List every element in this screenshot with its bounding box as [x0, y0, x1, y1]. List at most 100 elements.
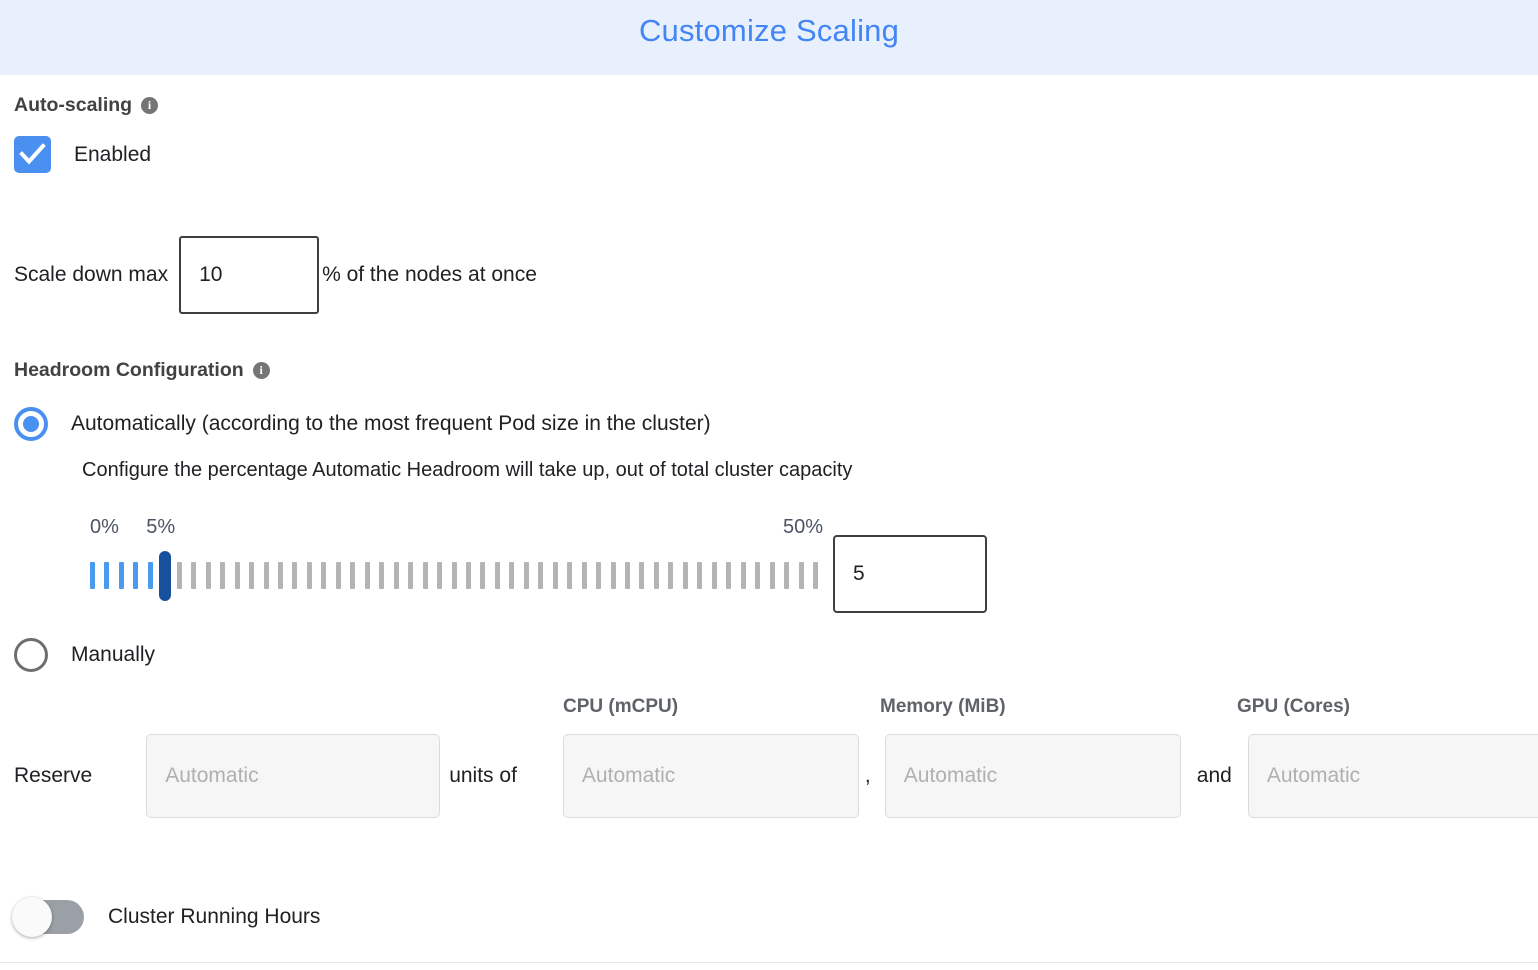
slider-tick — [596, 562, 602, 589]
headroom-percentage-input[interactable] — [833, 535, 987, 613]
slider-tick — [653, 562, 659, 589]
slider-tick — [697, 562, 703, 589]
slider-tick — [769, 562, 775, 589]
slider-tick — [147, 562, 153, 589]
info-icon[interactable]: i — [141, 97, 159, 114]
slider-tick — [422, 562, 428, 589]
headroom-option-automatic[interactable]: Automatically (according to the most fre… — [14, 407, 1524, 441]
enabled-checkbox[interactable] — [14, 136, 51, 173]
slider-tick — [393, 562, 399, 589]
slider-max-label: 50% — [783, 516, 824, 538]
slider-tick — [494, 562, 500, 589]
slider-tick-labels: 0% 5% 50% — [14, 516, 1524, 543]
page-title: Customize Scaling — [638, 13, 900, 48]
scale-down-max-suffix: % of the nodes at once — [322, 263, 537, 286]
slider-tick — [263, 562, 269, 589]
reserve-memory-input[interactable] — [884, 734, 1181, 818]
slider-tick — [408, 562, 414, 589]
scale-down-max-row: Scale down max % of the nodes at once — [14, 236, 1524, 314]
slider-tick — [176, 562, 182, 589]
radio-manually[interactable] — [14, 638, 48, 672]
units-of-label: units of — [449, 764, 517, 787]
cluster-running-hours-row[interactable]: Cluster Running Hours — [12, 897, 1524, 937]
radio-automatic[interactable] — [14, 407, 48, 441]
bottom-divider — [0, 962, 1538, 963]
slider-tick — [335, 562, 341, 589]
check-icon — [19, 143, 46, 165]
auto-scaling-enabled-row[interactable]: Enabled — [14, 136, 1524, 173]
slider-current-label: 5% — [146, 516, 176, 538]
slider-tick — [480, 562, 486, 589]
reserve-label: Reserve — [14, 764, 93, 787]
headroom-label-text: Headroom Configuration — [14, 359, 244, 381]
slider-tick — [581, 562, 587, 589]
auto-scaling-section-label: Auto-scaling i — [14, 94, 1524, 117]
slider-tick — [740, 562, 746, 589]
headroom-section-label: Headroom Configuration i — [14, 359, 1524, 382]
auto-scaling-label-text: Auto-scaling — [14, 94, 133, 116]
slider-tick — [668, 562, 674, 589]
slider-tick — [306, 562, 312, 589]
slider-tick — [813, 562, 818, 589]
comma-separator: , — [864, 764, 871, 787]
radio-manually-label: Manually — [71, 643, 156, 666]
toggle-knob — [12, 897, 52, 937]
slider-tick — [118, 562, 124, 589]
headroom-automatic-description: Configure the percentage Automatic Headr… — [82, 459, 853, 481]
slider-tick — [191, 562, 197, 589]
slider-tick — [90, 562, 95, 589]
slider-tick — [523, 562, 529, 589]
info-icon[interactable]: i — [252, 362, 270, 379]
slider-tick — [552, 562, 558, 589]
slider-min-label: 0% — [90, 516, 119, 538]
slider-tick — [538, 562, 544, 589]
headroom-slider[interactable] — [90, 551, 818, 601]
reserve-inputs-row: Reserve units of , and — [14, 734, 1538, 818]
slider-tick — [755, 562, 761, 589]
scale-down-max-label: Scale down max — [14, 263, 169, 286]
scale-down-max-input[interactable] — [179, 236, 320, 314]
info-icon-glyph: i — [147, 98, 152, 112]
slider-tick — [321, 562, 327, 589]
slider-tick — [610, 562, 616, 589]
enabled-checkbox-label: Enabled — [74, 142, 152, 166]
column-header-memory: Memory (MiB) — [880, 696, 1006, 717]
slider-tick — [350, 562, 356, 589]
reserve-cpu-input[interactable] — [562, 734, 859, 818]
slider-tick — [682, 562, 688, 589]
slider-tick — [711, 562, 717, 589]
slider-tick — [567, 562, 573, 589]
slider-tick — [220, 562, 226, 589]
slider-tick — [379, 562, 385, 589]
headroom-percentage-slider-wrap: 0% 5% 50% — [14, 516, 1524, 613]
slider-thumb[interactable] — [159, 551, 172, 601]
slider-tick — [104, 562, 110, 589]
slider-tick — [277, 562, 283, 589]
slider-tick — [451, 562, 457, 589]
slider-tick — [784, 562, 790, 589]
slider-tick — [639, 562, 645, 589]
headroom-option-manual[interactable]: Manually — [14, 638, 1524, 672]
slider-tick — [437, 562, 443, 589]
column-header-gpu: GPU (Cores) — [1237, 696, 1350, 717]
slider-tick — [133, 562, 139, 589]
manual-reserve-block: CPU (mCPU) Memory (MiB) GPU (Cores) Rese… — [14, 696, 1538, 836]
slider-tick — [249, 562, 255, 589]
radio-automatic-label: Automatically (according to the most fre… — [71, 412, 711, 435]
slider-tick — [292, 562, 298, 589]
reserve-units-input[interactable] — [146, 734, 441, 818]
slider-tick — [509, 562, 515, 589]
and-label: and — [1196, 764, 1232, 787]
slider-tick — [234, 562, 240, 589]
cluster-running-hours-toggle[interactable] — [12, 897, 84, 937]
column-header-cpu: CPU (mCPU) — [563, 696, 679, 717]
slider-tick — [465, 562, 471, 589]
cluster-running-hours-label: Cluster Running Hours — [108, 905, 321, 928]
reserve-gpu-input[interactable] — [1247, 734, 1538, 818]
page-header: Customize Scaling — [0, 0, 1538, 75]
slider-tick — [726, 562, 732, 589]
slider-tick — [798, 562, 804, 589]
page-body: Auto-scaling i Enabled Scale down max % … — [0, 94, 1538, 937]
slider-tick — [205, 562, 211, 589]
